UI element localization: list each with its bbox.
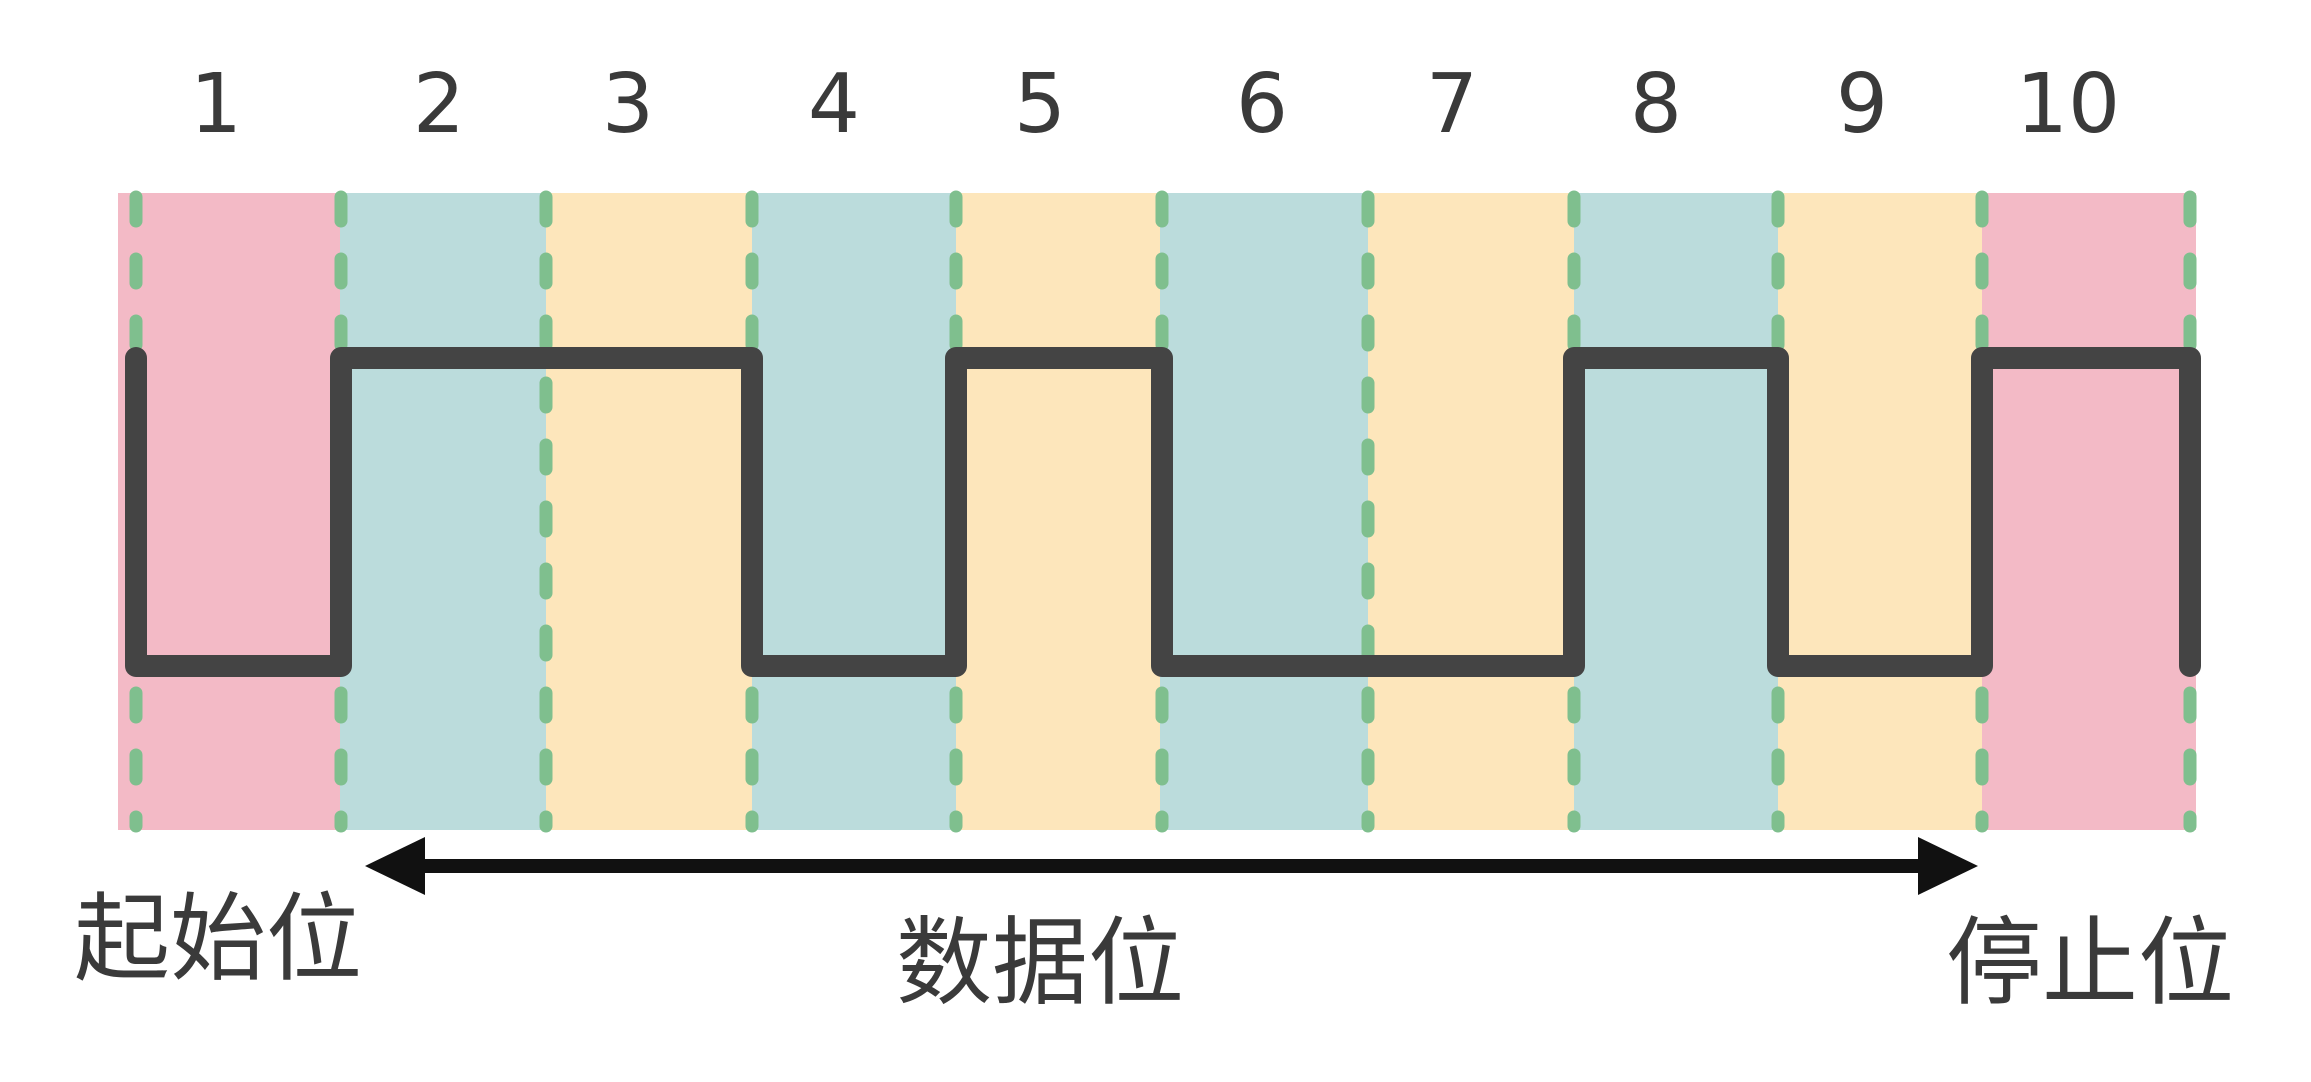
bit-number-label: 4 (808, 57, 860, 152)
data-bit-band (752, 193, 956, 830)
bit-number-label: 5 (1014, 57, 1066, 152)
bit-number-label: 1 (190, 57, 242, 152)
stop-bit-band (1982, 193, 2196, 830)
start-bit-band (118, 193, 340, 830)
data-bit-band (1160, 193, 1368, 830)
bit-number-label: 9 (1836, 57, 1888, 152)
signal-waveform (125, 347, 2201, 677)
start-bit-label: 起始位 (74, 883, 362, 995)
data-bit-band (1574, 193, 1778, 830)
data-bit-band (340, 193, 546, 830)
data-bit-band (1368, 193, 1574, 830)
arrow-left-head (365, 837, 425, 895)
bit-number-label: 6 (1236, 57, 1288, 152)
data-bit-band (956, 193, 1160, 830)
bit-number-label: 10 (2016, 57, 2120, 152)
arrow-right-head (1918, 837, 1978, 895)
data-bits-label: 数据位 (896, 907, 1184, 1019)
bit-numbers: 1 2 3 4 5 6 7 8 9 10 (190, 57, 2120, 152)
bit-number-label: 7 (1426, 57, 1478, 152)
data-bit-band (1778, 193, 1982, 830)
stop-bit-label: 停止位 (1946, 907, 2234, 1019)
data-bit-band (546, 193, 752, 830)
bit-number-label: 8 (1630, 57, 1682, 152)
bit-number-label: 3 (602, 57, 654, 152)
bit-number-label: 2 (413, 57, 465, 152)
data-bits-arrow (365, 837, 1978, 895)
bit-bands (118, 193, 2196, 830)
